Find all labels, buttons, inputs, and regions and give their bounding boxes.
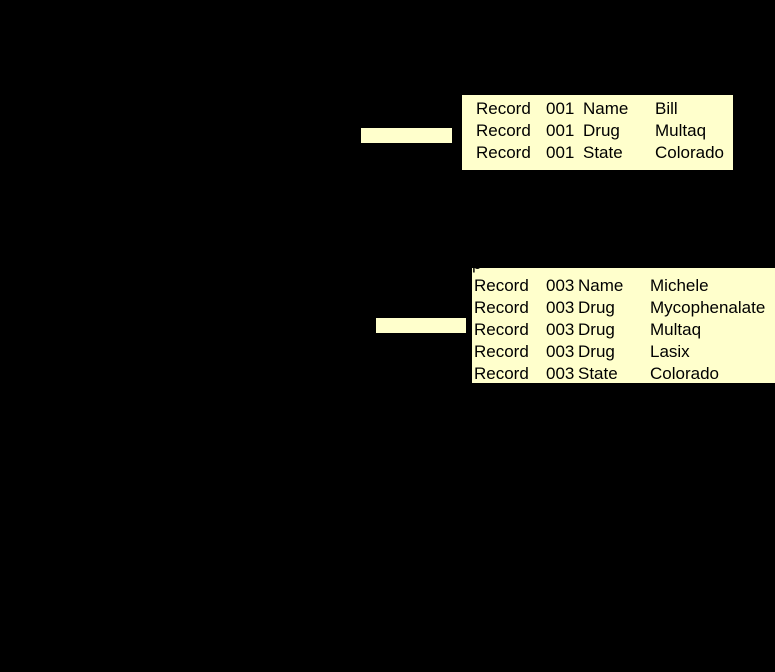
- table-row: Record 003 Drug Mycophenalate: [472, 297, 775, 319]
- row-record-label: Record: [474, 276, 529, 295]
- row-record-id: 001: [546, 99, 575, 118]
- row-record-id: 003: [546, 342, 575, 361]
- row-record-label: Record: [476, 143, 531, 162]
- row-field-value: Multaq: [650, 320, 702, 339]
- row-field-name: Name: [583, 99, 629, 118]
- row-record-label: Record: [476, 99, 531, 118]
- row-field-value: Colorado: [650, 364, 719, 383]
- row-field-name: State: [583, 143, 623, 162]
- row-field-value: Mycophenalate: [650, 298, 766, 317]
- table-row: Record 001 Name Bill: [462, 98, 733, 120]
- row-record-label: Record: [476, 121, 531, 140]
- row-record-id: 003: [546, 364, 575, 383]
- row-field-value: Bill: [655, 99, 678, 118]
- record-003-panel: p Record 003 Name Michele Record 003 Dru…: [472, 268, 775, 383]
- table-row: Record 003 State Colorado: [472, 363, 775, 383]
- row-record-id: 003: [546, 298, 575, 317]
- row-field-value: Michele: [650, 276, 709, 295]
- row-record-id: 003: [546, 276, 575, 295]
- row-record-label: Record: [474, 364, 529, 383]
- row-field-name: Drug: [578, 342, 615, 361]
- table-row: Record 003 Drug Multaq: [472, 319, 775, 341]
- row-record-label: Record: [474, 298, 529, 317]
- row-record-id: 001: [546, 121, 575, 140]
- row-field-name: Name: [578, 276, 624, 295]
- row-field-name: Drug: [583, 121, 620, 140]
- clipped-table-row: p: [472, 268, 775, 275]
- row-field-value: Colorado: [655, 143, 724, 162]
- table-row: Record 003 Name Michele: [472, 275, 775, 297]
- row-record-label: Record: [474, 342, 529, 361]
- row-field-name: State: [578, 364, 618, 383]
- row-field-name: Drug: [578, 320, 615, 339]
- row-record-id: 001: [546, 143, 575, 162]
- upper-connector-bar: [361, 128, 452, 143]
- record-001-panel: Record 001 Name Bill Record 001 Drug Mul…: [462, 95, 733, 170]
- lower-connector-bar: [376, 318, 466, 333]
- row-field-value: Multaq: [655, 121, 707, 140]
- table-row: Record 001 Drug Multaq: [462, 120, 733, 142]
- row-field-value: Lasix: [650, 342, 690, 361]
- row-record-label: Record: [474, 320, 529, 339]
- table-row: Record 001 State Colorado: [462, 142, 733, 164]
- table-row: Record 003 Drug Lasix: [472, 341, 775, 363]
- clipped-row-text: p: [472, 268, 481, 275]
- row-record-id: 003: [546, 320, 575, 339]
- row-field-name: Drug: [578, 298, 615, 317]
